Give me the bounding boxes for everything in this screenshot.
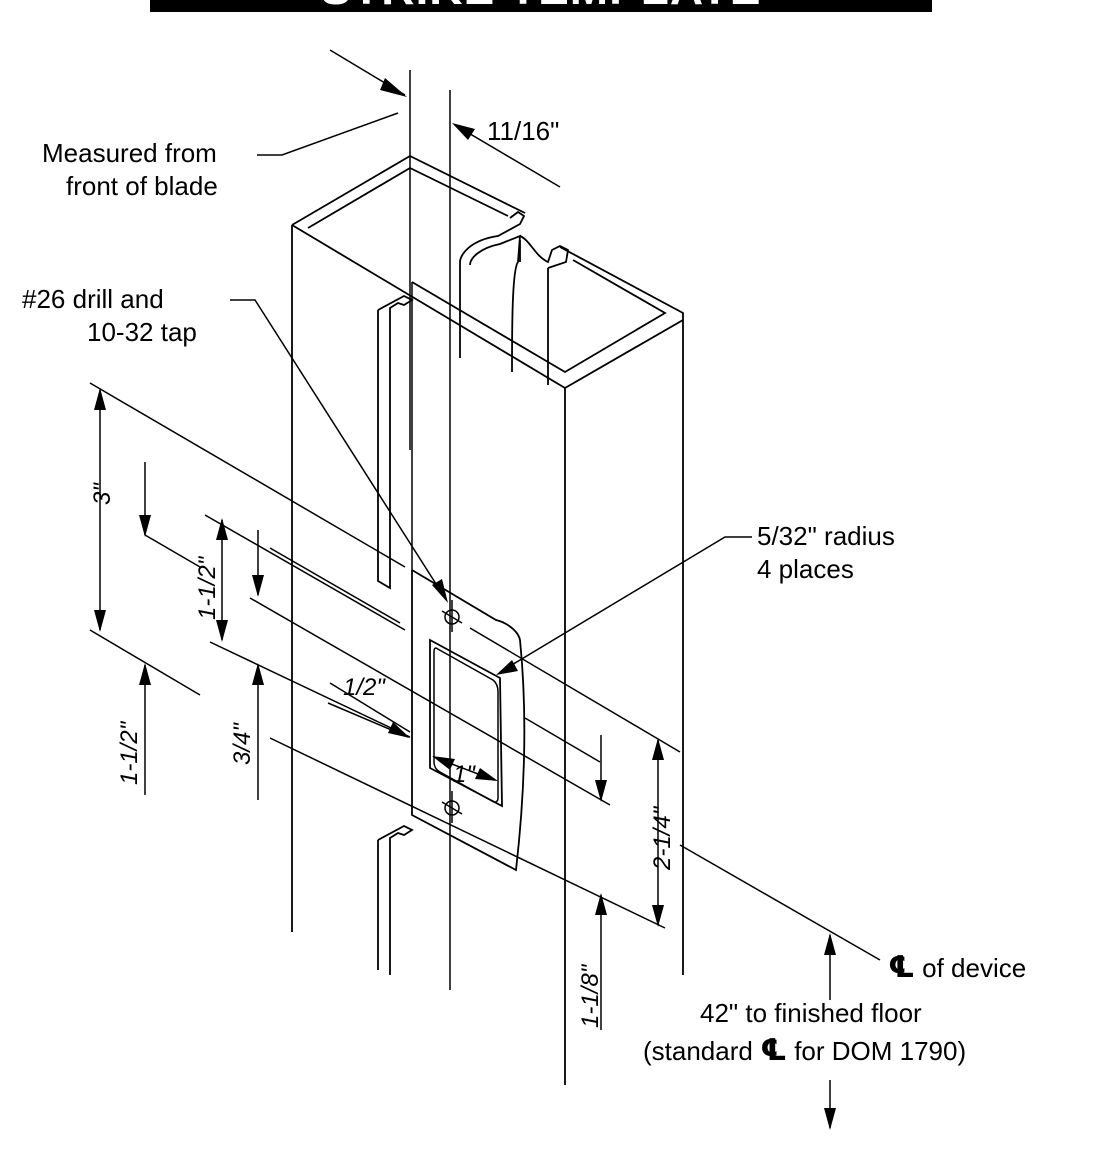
vertical-dimensions: 3" 1-1/2" 1-1/2" 3/4" 2-1/4" 1-1/8": [89, 388, 836, 1130]
radius-callout: 5/32" radius 4 places: [496, 521, 895, 675]
for-dom-text: for DOM 1790): [787, 1036, 966, 1066]
centerline-symbol-2: ℄: [760, 1034, 787, 1067]
dim-1-1-2-lower-label: 1-1/2": [116, 720, 143, 785]
standard-text: (standard: [643, 1036, 760, 1066]
dim-11-16-label: 11/16": [487, 116, 559, 146]
blade-offset-dimension: 11/16" Measured from front of blade: [42, 49, 561, 990]
dim-1-1-8-label: 1-1/8": [577, 963, 604, 1028]
title-banner: STRIKE TEMPLATE: [150, 0, 932, 12]
drill-tap-callout: #26 drill and 10-32 tap: [22, 284, 448, 603]
centerline-symbol: ℄: [888, 951, 915, 984]
standard-centerline-label: (standard ℄ for DOM 1790): [643, 1034, 966, 1067]
places-label: 4 places: [757, 554, 854, 584]
radius-label: 5/32" radius: [757, 521, 895, 551]
measured-from-label-2: front of blade: [66, 171, 218, 201]
dim-3-label: 3": [89, 482, 116, 505]
dim-2-1-4-label: 2-1/4": [649, 805, 676, 871]
page-title: STRIKE TEMPLATE: [321, 0, 762, 14]
tap-label: 10-32 tap: [87, 317, 197, 347]
strike-opening: [429, 600, 503, 823]
dim-3-4-label: 3/4": [229, 722, 256, 765]
extension-lines: [89, 382, 881, 961]
of-device-text: of device: [915, 953, 1026, 983]
door-frame: [291, 154, 684, 1085]
floor-distance-label: 42" to finished floor: [700, 998, 922, 1028]
dim-1-1-2-upper-label: 1-1/2": [194, 555, 221, 620]
dim-1-2-label: 1/2": [343, 674, 386, 701]
horizontal-dimensions: 1/2" 1": [327, 674, 498, 788]
dim-1-label: 1": [453, 761, 476, 788]
centerline-device-label: ℄ of device: [888, 951, 1026, 984]
centerline-callout: ℄ of device 42" to finished floor (stand…: [643, 951, 1026, 1067]
measured-from-label: Measured from: [42, 138, 217, 168]
drill-label: #26 drill and: [22, 284, 164, 314]
